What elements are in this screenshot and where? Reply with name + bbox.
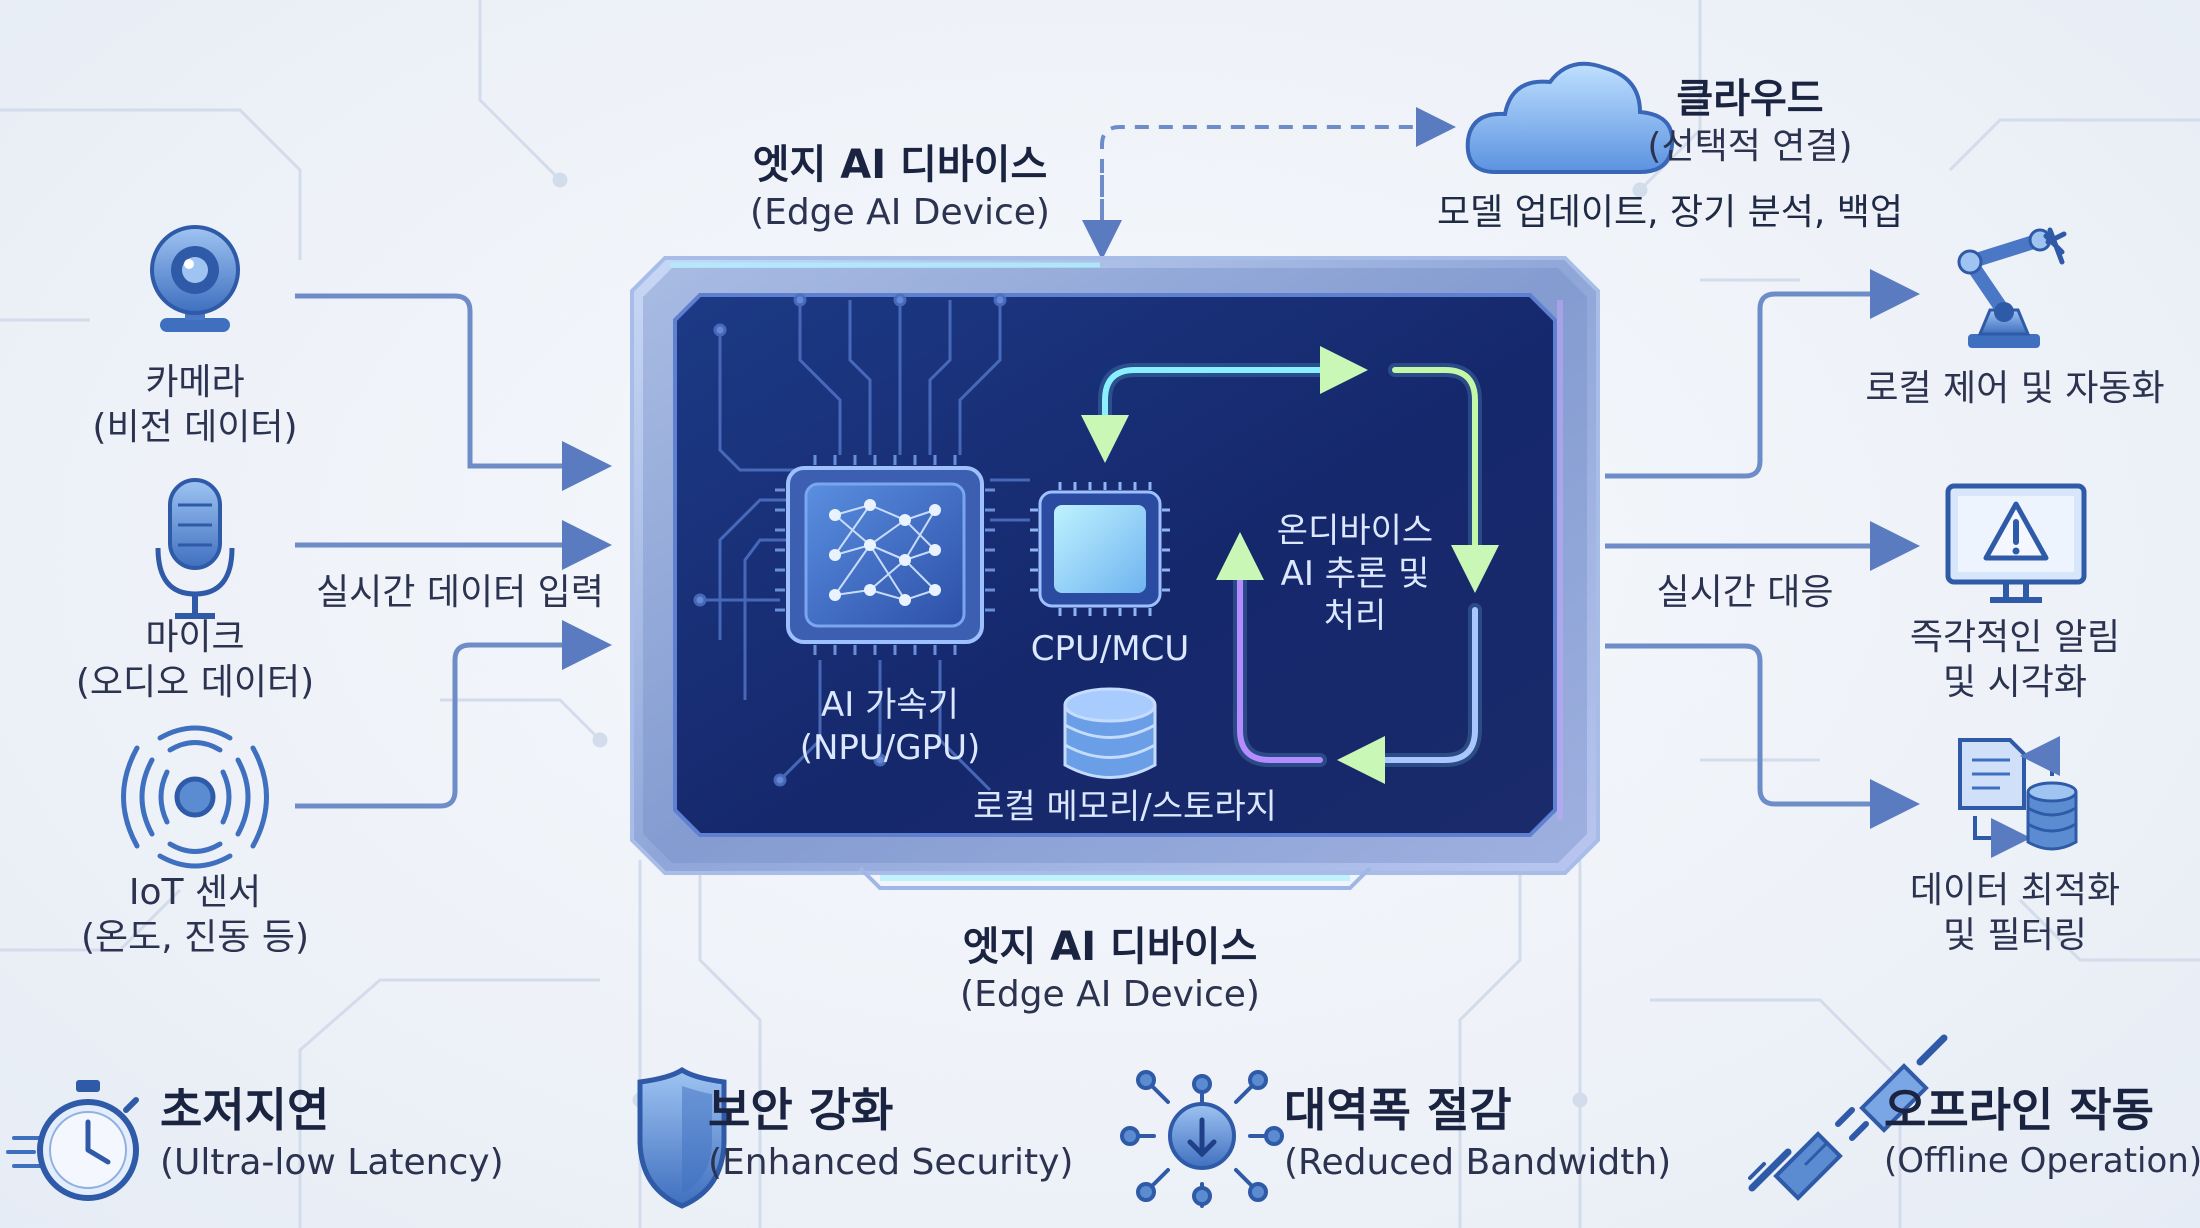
alert-label-line1: 즉각적인 알림 [1909, 617, 2121, 658]
cloud-description: 모델 업데이트, 장기 분석, 백업 [1436, 192, 1904, 233]
iot-label-line2: (온도, 진동 등) [80, 917, 310, 958]
microphone-icon [155, 478, 235, 619]
feature-offline-title: 오프라인 작동 [1884, 1083, 2154, 1137]
cloud-title: 클라우드 [1676, 76, 1824, 122]
device-subtitle-bottom-text: (Edge AI Device) [960, 974, 1260, 1015]
alert-label: 즉각적인 알림 및 시각화 [1880, 615, 2150, 705]
robot-arm-icon [1957, 227, 2067, 348]
accelerator-label: AI 가속기 (NPU/GPU) [760, 684, 1020, 769]
cloud-link-dashed [1100, 107, 1456, 245]
device-title-top: 엣지 AI 디바이스 (Edge AI Device) [700, 140, 1100, 235]
inference-loop-arrows [1081, 346, 1499, 784]
screen-circuit-traces [693, 293, 1030, 792]
data-label: 데이터 최적화 및 필터링 [1880, 868, 2150, 958]
mic-label-line1: 마이크 [145, 617, 245, 658]
storage-label: 로컬 메모리/스토라지 [973, 787, 1277, 827]
input-flow-label: 실시간 데이터 입력 [316, 572, 604, 613]
data-label-line1: 데이터 최적화 [1909, 870, 2121, 911]
input-connectors [295, 293, 612, 809]
shield-icon [637, 1066, 727, 1209]
feature-bandwidth-subtitle: (Reduced Bandwidth) [1284, 1141, 1672, 1183]
device-title-bottom: 엣지 AI 디바이스 (Edge AI Device) [900, 922, 1320, 1017]
data-filter-icon [1958, 736, 2078, 858]
storage-database-icon [1063, 687, 1157, 779]
camera-label-line2: (비전 데이터) [92, 407, 298, 448]
loop-label: 온디바이스 AI 추론 및 처리 [1250, 510, 1460, 638]
loop-label-line2: AI 추론 및 [1280, 553, 1430, 594]
data-label-line2: 및 필터링 [1943, 915, 2087, 956]
feature-security-subtitle: (Enhanced Security) [708, 1141, 1074, 1183]
mic-label: 마이크 (오디오 데이터) [60, 615, 330, 705]
alert-label-line2: 및 시각화 [1943, 662, 2087, 703]
accelerator-label-line1: AI 가속기 [821, 685, 959, 725]
camera-label-line1: 카메라 [145, 362, 245, 403]
alert-monitor-icon [1945, 483, 2087, 603]
accelerator-label-line2: (NPU/GPU) [799, 727, 981, 768]
stopwatch-icon [6, 1080, 139, 1201]
feature-latency-title: 초저지연 [160, 1083, 330, 1137]
plug-icon [1748, 1034, 1948, 1201]
iot-sensor-icon [121, 725, 269, 869]
feature-security-title: 보안 강화 [708, 1083, 894, 1137]
output-connectors [1605, 269, 1920, 829]
feature-bandwidth-title: 대역폭 절감 [1284, 1083, 1512, 1137]
feature-latency-subtitle: (Ultra-low Latency) [160, 1141, 504, 1183]
feature-security: 보안 강화 (Enhanced Security) [708, 1082, 1073, 1185]
device-title-top-text: 엣지 AI 디바이스 [752, 142, 1048, 188]
camera-icon [150, 225, 240, 332]
feature-latency: 초저지연 (Ultra-low Latency) [160, 1082, 504, 1185]
cloud-subtitle: (선택적 연결) [1647, 126, 1853, 167]
feature-offline-subtitle: (Offline Operation) [1884, 1140, 2200, 1181]
cloud-icon [1465, 61, 1675, 174]
mic-label-line2: (오디오 데이터) [75, 662, 315, 703]
cloud-label: 클라우드 (선택적 연결) [1620, 74, 1880, 169]
feature-offline: 오프라인 작동 (Offline Operation) [1884, 1082, 2200, 1182]
device-subtitle-top-text: (Edge AI Device) [750, 192, 1050, 233]
ai-accelerator-chip-icon [775, 455, 995, 655]
iot-label: IoT 센서 (온도, 진동 등) [60, 870, 330, 960]
cpu-chip-icon [1030, 482, 1170, 616]
bandwidth-icon [1120, 1070, 1284, 1208]
loop-label-line3: 처리 [1323, 596, 1387, 636]
loop-label-line1: 온디바이스 [1276, 511, 1434, 551]
feature-bandwidth: 대역폭 절감 (Reduced Bandwidth) [1284, 1082, 1671, 1185]
output-flow-label: 실시간 대응 [1656, 572, 1834, 613]
cpu-label: CPU/MCU [1030, 629, 1190, 669]
camera-label: 카메라 (비전 데이터) [80, 360, 310, 450]
device-title-bottom-text: 엣지 AI 디바이스 [962, 924, 1258, 970]
iot-label-line1: IoT 센서 [128, 872, 262, 913]
control-label: 로컬 제어 및 자동화 [1865, 368, 2165, 409]
